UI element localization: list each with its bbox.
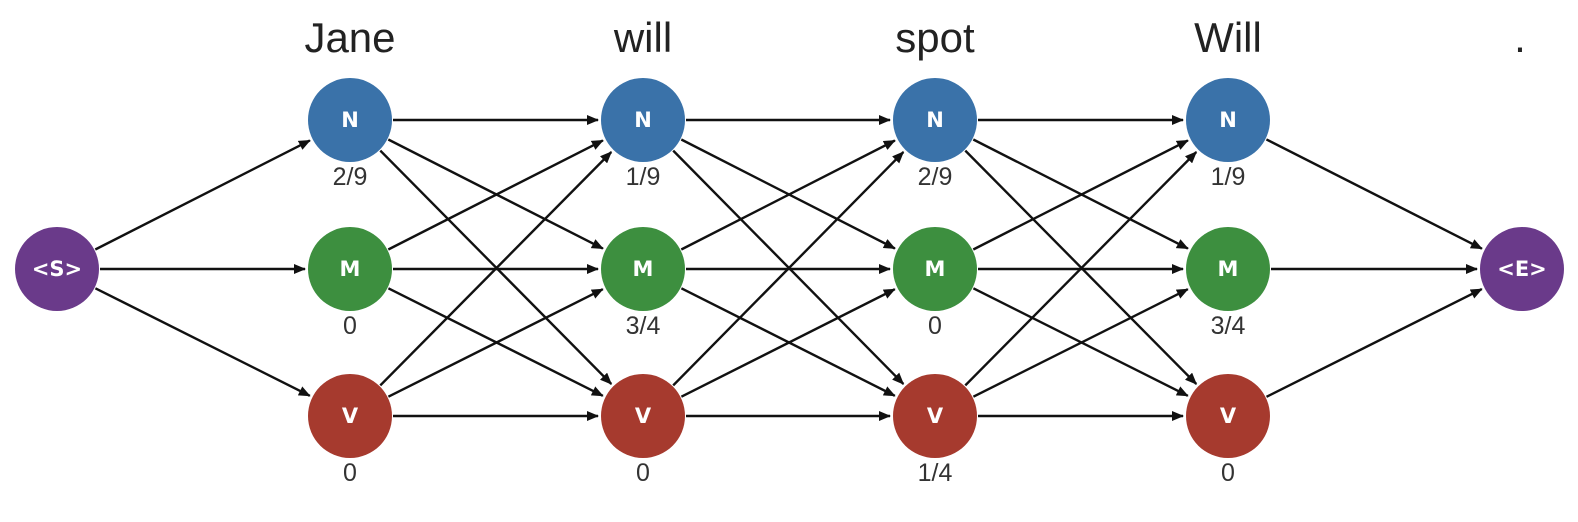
state-node-spot-N-label: N xyxy=(926,108,944,132)
state-node-spot-V-label: V xyxy=(927,404,944,428)
probability-label-col1-N: 2/9 xyxy=(333,163,368,191)
state-node-will-N xyxy=(1186,78,1270,162)
state-node-will-M-label: M xyxy=(633,257,654,281)
edge-col3-M-to-col4-N xyxy=(972,139,1189,251)
edge-N-to-end xyxy=(1265,138,1483,250)
edge-col1-V-to-col2-N xyxy=(379,151,613,387)
state-node-jane-N xyxy=(308,78,392,162)
edge-col2-V-to-col3-N xyxy=(672,151,905,387)
word-header-4: Will xyxy=(1194,14,1262,61)
edge-col1-V-to-col2-M xyxy=(387,288,604,398)
edge-col1-M-to-col2-N xyxy=(387,139,604,251)
state-node-jane-M-label: M xyxy=(340,257,361,281)
probability-label-col4-N: 1/9 xyxy=(1211,163,1246,191)
state-node-will-N-label: N xyxy=(634,108,652,132)
probability-label-col3-M: 0 xyxy=(928,312,942,340)
state-node-will-V xyxy=(1186,374,1270,458)
state-node-jane-V-label: V xyxy=(342,404,359,428)
word-header-3: spot xyxy=(895,14,975,61)
state-node-will-M xyxy=(601,227,685,311)
edge-start-to-N xyxy=(94,139,311,251)
probability-label-col1-V: 0 xyxy=(343,459,357,487)
start-node xyxy=(15,227,99,311)
end-node xyxy=(1480,227,1564,311)
state-node-will-N xyxy=(601,78,685,162)
state-node-jane-N-label: N xyxy=(341,108,359,132)
state-node-spot-M xyxy=(893,227,977,311)
state-nodes: <S> <E> N M V N M V N M V N M V xyxy=(15,78,1564,458)
edge-V-to-end xyxy=(1265,288,1483,398)
transition-edges xyxy=(94,115,1483,421)
word-header-1: Jane xyxy=(304,14,395,61)
probability-label-col2-V: 0 xyxy=(636,459,650,487)
edge-col2-M-to-col3-N xyxy=(680,139,896,251)
state-node-will-N-label: N xyxy=(1219,108,1237,132)
state-node-will-V xyxy=(601,374,685,458)
state-node-spot-V xyxy=(893,374,977,458)
word-header-5: . xyxy=(1514,14,1526,61)
state-node-spot-M-label: M xyxy=(925,257,946,281)
probability-label-col4-M: 3/4 xyxy=(1211,312,1246,340)
end-node-label: <E> xyxy=(1497,257,1547,281)
probability-label-col3-N: 2/9 xyxy=(918,163,953,191)
probability-label-col4-V: 0 xyxy=(1221,459,1235,487)
labels: Jane will spot Will. 2/9 0 0 1/9 3/4 0 2/9 0 1/4 1/9 3… xyxy=(304,14,1525,487)
state-node-will-V-label: V xyxy=(635,404,652,428)
probability-label-col1-M: 0 xyxy=(343,312,357,340)
state-node-jane-M xyxy=(308,227,392,311)
state-node-will-V-label: V xyxy=(1220,404,1237,428)
start-node-label: <S> xyxy=(32,257,82,281)
probability-label-col3-V: 1/4 xyxy=(918,459,953,487)
word-header-2: will xyxy=(613,14,672,61)
state-node-jane-V xyxy=(308,374,392,458)
edge-col3-V-to-col4-M xyxy=(972,288,1189,398)
state-node-will-M-label: M xyxy=(1218,257,1239,281)
edge-col2-V-to-col3-M xyxy=(680,288,896,398)
state-node-will-M xyxy=(1186,227,1270,311)
probability-label-col2-N: 1/9 xyxy=(626,163,661,191)
state-node-spot-N xyxy=(893,78,977,162)
probability-label-col2-M: 3/4 xyxy=(626,312,661,340)
edge-col3-V-to-col4-N xyxy=(964,151,1198,387)
edge-start-to-V xyxy=(94,287,311,397)
